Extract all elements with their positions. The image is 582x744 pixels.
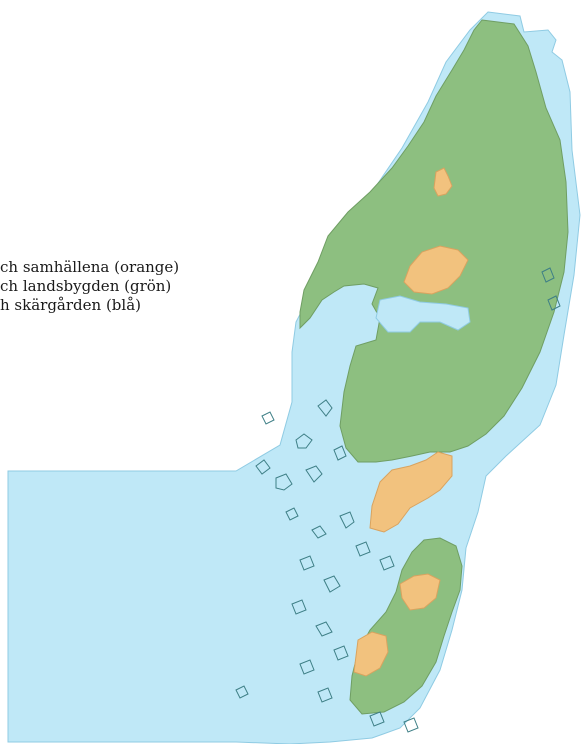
settlement-southern-isle-north bbox=[399, 573, 441, 611]
islet bbox=[403, 717, 419, 733]
islet bbox=[255, 459, 271, 475]
islet bbox=[305, 465, 323, 483]
settlement-south-main bbox=[369, 451, 453, 533]
islet bbox=[291, 599, 307, 615]
islet bbox=[299, 555, 315, 571]
islet bbox=[261, 411, 275, 425]
islet bbox=[311, 525, 327, 539]
northern-island bbox=[299, 19, 569, 463]
islet bbox=[299, 659, 315, 675]
settlement-north-small bbox=[433, 167, 453, 197]
islet bbox=[333, 445, 347, 461]
islet bbox=[317, 687, 333, 703]
legend-item-archipelago: h skärgården (blå) bbox=[0, 296, 141, 314]
islet bbox=[369, 711, 385, 727]
islet bbox=[333, 645, 349, 661]
islet bbox=[295, 433, 313, 449]
legend: ch samhällena (orange) ch landsbygden (g… bbox=[0, 258, 179, 315]
islet bbox=[339, 511, 355, 529]
islet bbox=[317, 399, 333, 417]
settlement-southern-isle-south bbox=[353, 631, 389, 677]
islet bbox=[275, 473, 293, 491]
settlement-mid bbox=[403, 245, 469, 295]
legend-item-countryside: ch landsbygden (grön) bbox=[0, 277, 172, 295]
islet bbox=[541, 267, 555, 283]
islet bbox=[235, 685, 249, 699]
islet bbox=[379, 555, 395, 571]
islet bbox=[285, 507, 299, 521]
islet bbox=[547, 295, 561, 311]
inner-bay bbox=[375, 295, 471, 333]
islet bbox=[315, 621, 333, 637]
islets bbox=[235, 267, 561, 733]
islet bbox=[355, 541, 371, 557]
islet bbox=[323, 575, 341, 593]
legend-item-settlements: ch samhällena (orange) bbox=[0, 258, 180, 276]
